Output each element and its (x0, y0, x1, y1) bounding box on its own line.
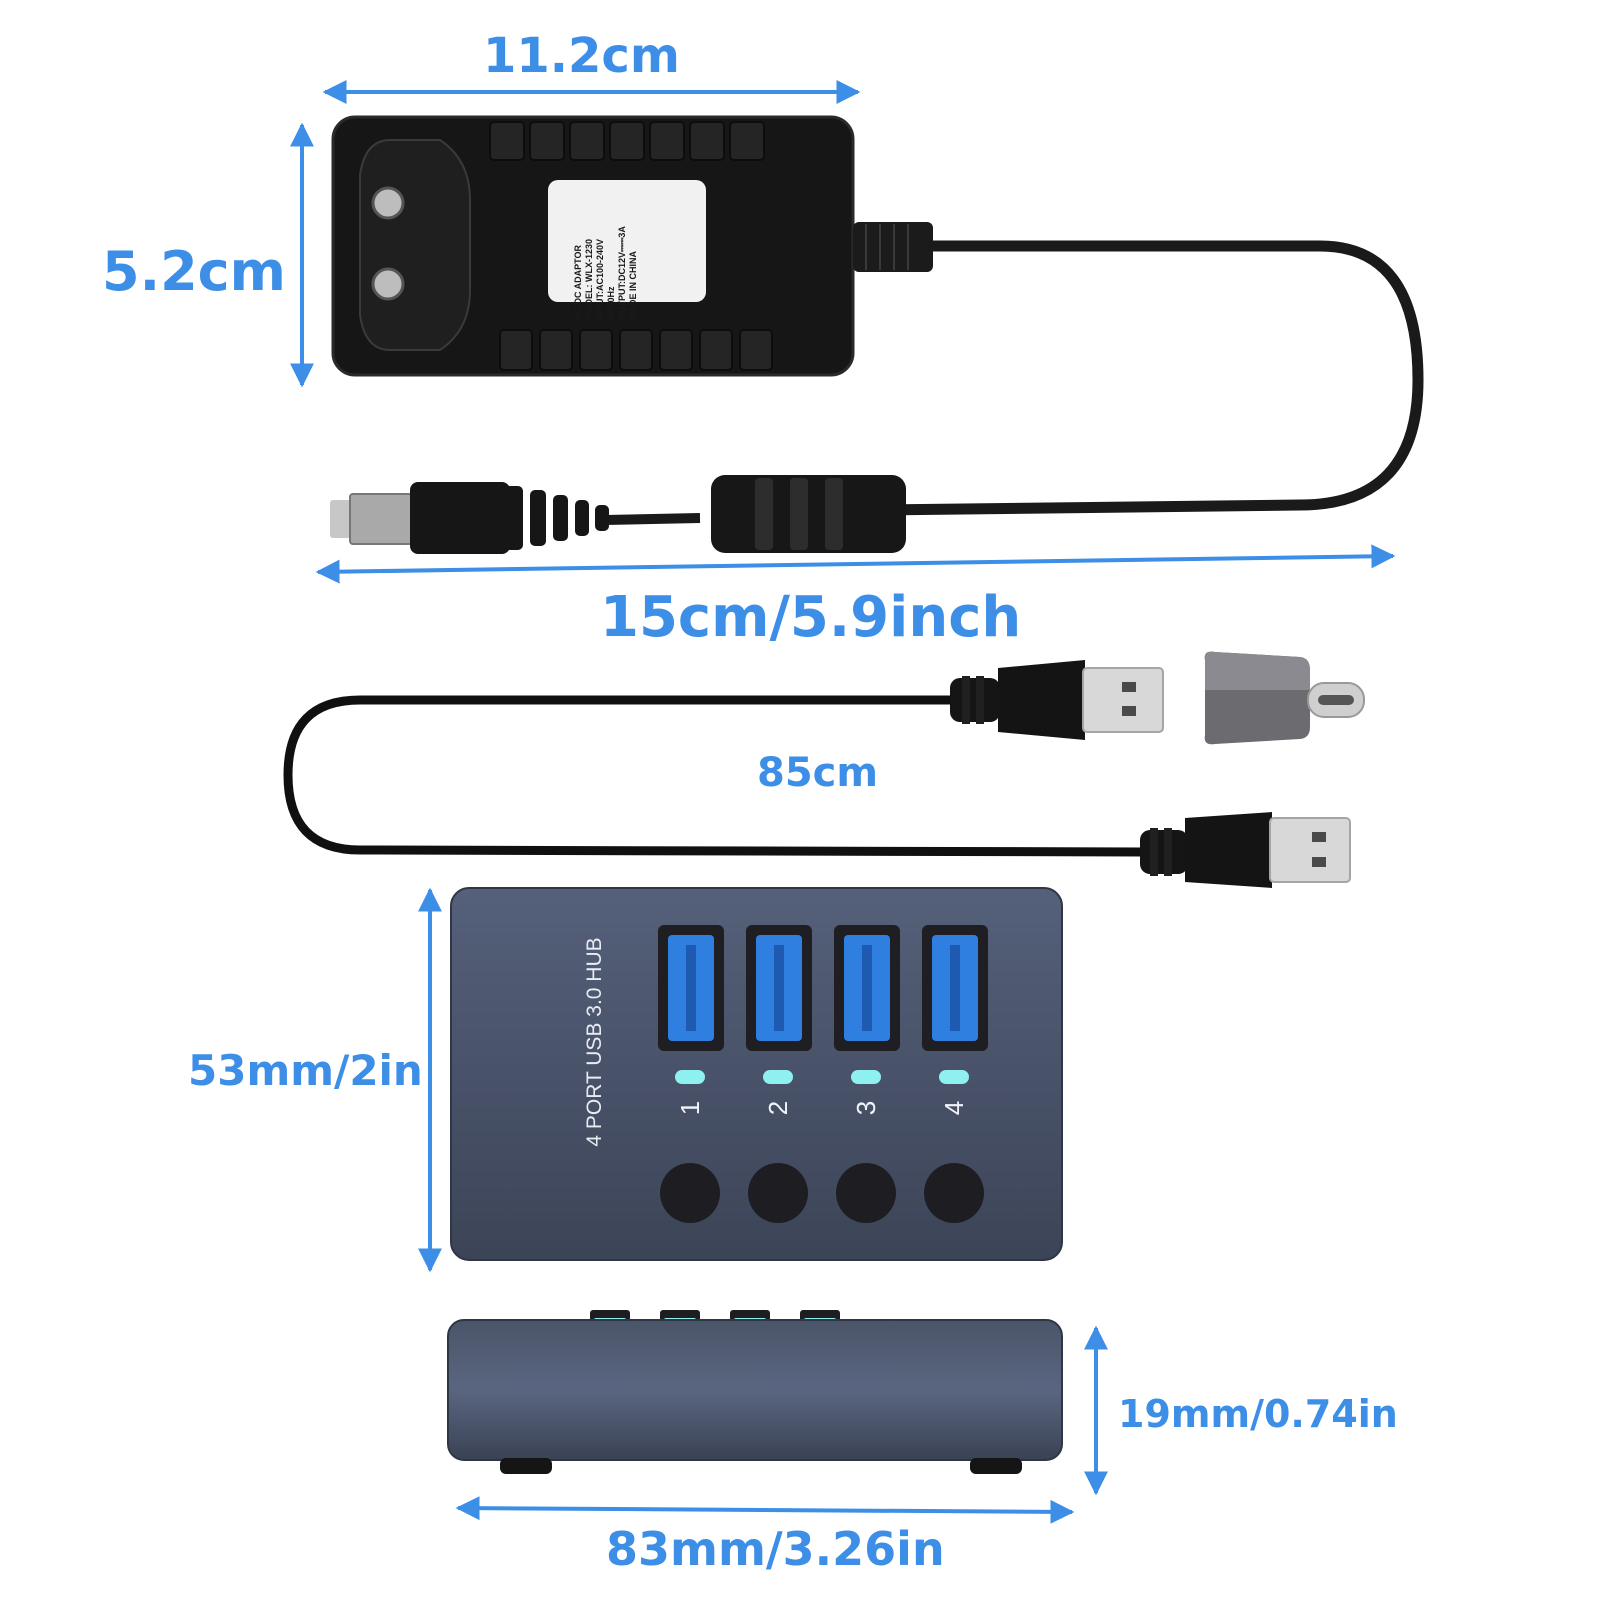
usb-cable-length-label: 85cm (757, 750, 879, 796)
adapter-spec-label: AC/DC ADAPTOR MODEL: WLX-1230 INPUT:AC10… (573, 160, 673, 320)
led-indicator-2 (763, 1070, 793, 1084)
adapter-label-line: MODEL: WLX-1230 (584, 238, 594, 320)
led-indicator-1 (675, 1070, 705, 1084)
led-indicator-4 (939, 1070, 969, 1084)
port-number-4: 4 (939, 1100, 969, 1116)
adapter-cable (874, 240, 1424, 516)
hub-height-label: 53mm/2in (188, 1046, 423, 1095)
usb-port-3 (834, 925, 900, 1051)
port-switch-1 (660, 1163, 720, 1223)
adapter-label-line: OUTPUT:DC12V⎓⎓3A (617, 226, 627, 320)
adapter-height-label: 5.2cm (102, 240, 286, 303)
led-indicator-3 (851, 1070, 881, 1084)
adapter-label-line: 50/60Hz (606, 286, 616, 320)
cable-length-arrow (315, 544, 1396, 584)
usb-port-1 (658, 925, 724, 1051)
adapter-label-line: AC/DC ADAPTOR (573, 244, 583, 320)
usb-cable (283, 695, 1155, 857)
hub-width-label: 83mm/3.26in (606, 1522, 945, 1576)
usb-c-adapter (1204, 651, 1365, 745)
usb-port-4 (922, 925, 988, 1051)
port-switch-2 (748, 1163, 808, 1223)
adapter-label-line: MADE IN CHINA (628, 251, 638, 320)
port-number-3: 3 (851, 1100, 881, 1116)
dc-barrel-plug (330, 482, 609, 554)
power-adapter (331, 115, 933, 377)
port-number-1: 1 (675, 1100, 705, 1116)
hub-title: 4 PORT USB 3.0 HUB (583, 937, 606, 1147)
ferrite-bead (711, 475, 906, 553)
hub-top-view (450, 887, 1063, 1261)
hub-side-view (447, 1310, 1063, 1474)
port-switch-4 (924, 1163, 984, 1223)
hub-width-arrow (455, 1496, 1075, 1524)
usb-a-connector-bottom (1140, 812, 1351, 888)
hub-thickness-label: 19mm/0.74in (1118, 1392, 1398, 1436)
port-number-2: 2 (763, 1100, 793, 1116)
adapter-width-label: 11.2cm (483, 28, 680, 84)
cable-length-label: 15cm/5.9inch (600, 585, 1022, 650)
adapter-label-line: INPUT:AC100-240V (595, 238, 605, 320)
port-switch-3 (836, 1163, 896, 1223)
usb-port-2 (746, 925, 812, 1051)
usb-a-connector-top (950, 660, 1164, 740)
